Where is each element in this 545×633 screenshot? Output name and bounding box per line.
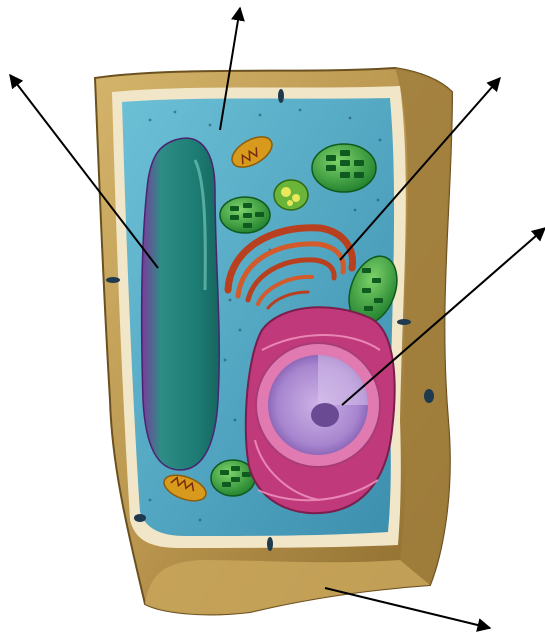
chloroplast [274, 180, 308, 210]
label-arrow [325, 588, 490, 628]
nucleolus [311, 403, 339, 427]
cell-wall-bottom [145, 560, 430, 614]
chloroplast [312, 144, 376, 192]
chloroplast [220, 197, 270, 233]
central-vacuole [142, 138, 220, 470]
